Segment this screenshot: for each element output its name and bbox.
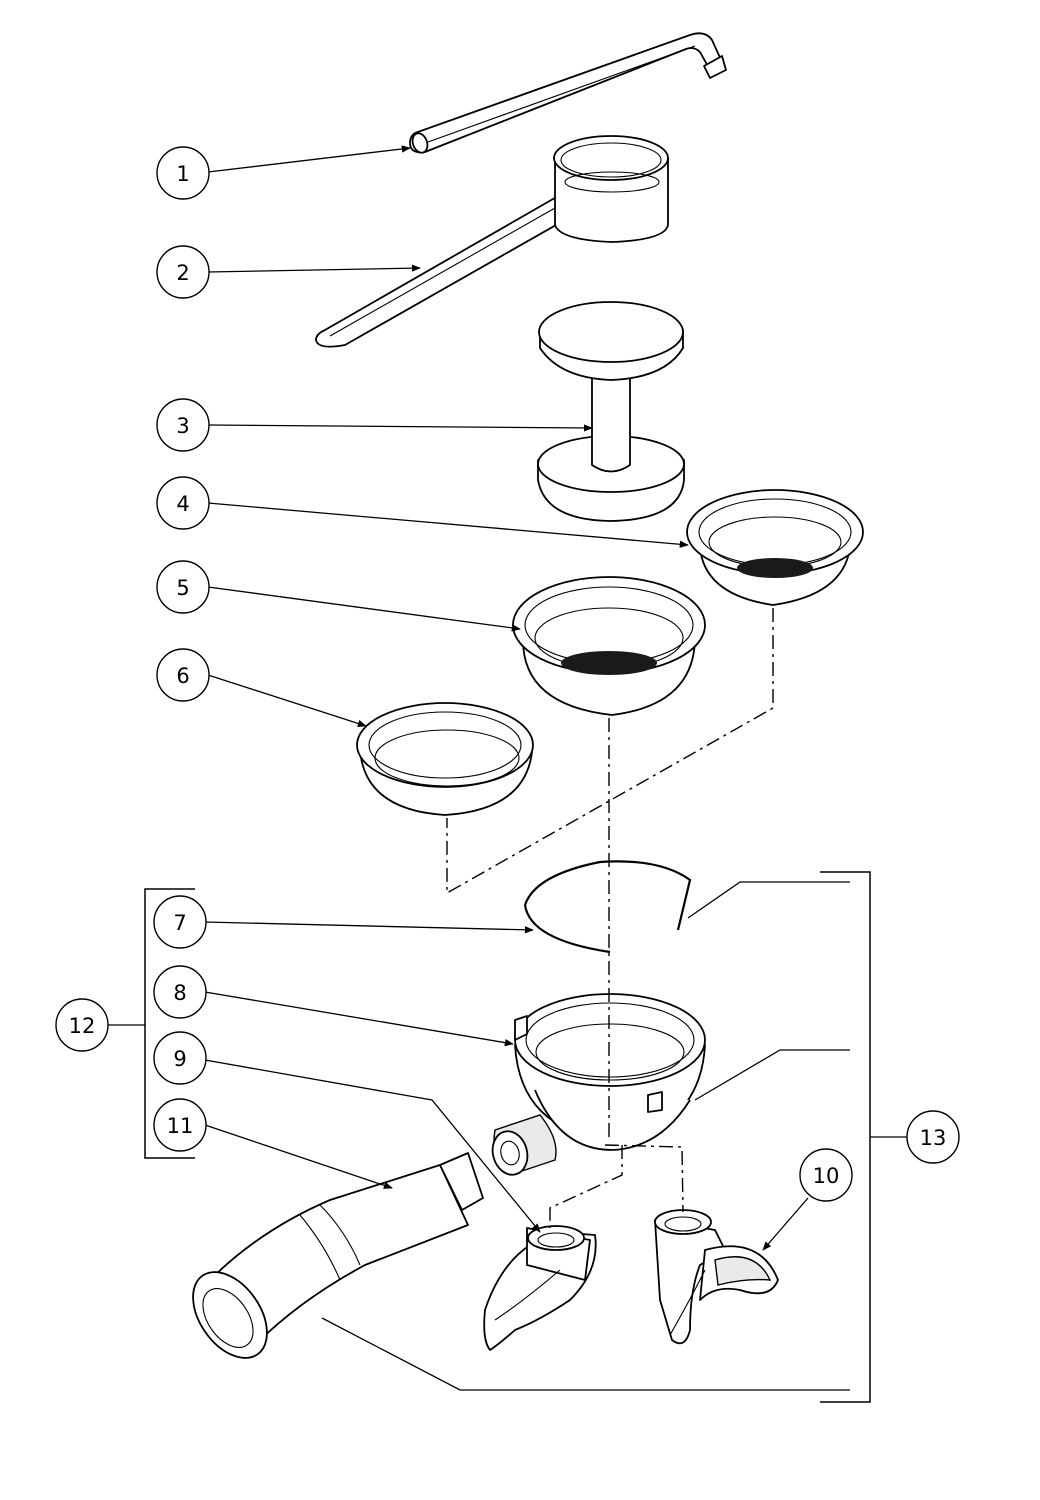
- leader-lines: [108, 145, 907, 1391]
- callout-1: 1: [156, 146, 210, 200]
- callout-8-label: 8: [173, 981, 186, 1005]
- callout-10: 10: [799, 1148, 853, 1202]
- callout-11-label: 11: [167, 1114, 194, 1138]
- part-3-tamper: [537, 301, 685, 522]
- part-1-cleaning-tool: [409, 32, 727, 154]
- part-4-filter-basket-single: [686, 489, 864, 606]
- bracket-13: [820, 871, 871, 1403]
- callout-7-label: 7: [173, 911, 186, 935]
- callout-9-label: 9: [173, 1047, 186, 1071]
- callout-4-label: 4: [176, 492, 189, 516]
- callout-3: 3: [156, 398, 210, 452]
- callout-6: 6: [156, 648, 210, 702]
- callout-9: 9: [153, 1031, 207, 1085]
- callout-4: 4: [156, 476, 210, 530]
- part-10-spout-double: [654, 1209, 779, 1345]
- callout-12: 12: [55, 998, 109, 1052]
- callout-5: 5: [156, 560, 210, 614]
- part-7-spring-clip: [523, 860, 692, 954]
- part-2-measuring-scoop: [315, 135, 669, 348]
- part-6-ring: [356, 702, 534, 816]
- callout-7: 7: [153, 895, 207, 949]
- assembly-centerlines: [446, 608, 774, 1228]
- part-9-spout-single: [483, 1225, 597, 1351]
- part-11-handle: [192, 1152, 484, 1359]
- callout-2-label: 2: [176, 261, 189, 285]
- callout-13: 13: [906, 1110, 960, 1164]
- callout-13-label: 13: [920, 1126, 947, 1150]
- bracket-12: [144, 888, 195, 1159]
- part-5-filter-basket-double: [512, 576, 706, 716]
- callout-6-label: 6: [176, 664, 189, 688]
- callout-1-label: 1: [176, 162, 189, 186]
- callout-10-label: 10: [813, 1164, 840, 1188]
- callout-3-label: 3: [176, 414, 189, 438]
- callout-8: 8: [153, 965, 207, 1019]
- callout-2: 2: [156, 245, 210, 299]
- callout-11: 11: [153, 1098, 207, 1152]
- callout-12-label: 12: [69, 1014, 96, 1038]
- part-8-portafilter-body: [491, 993, 706, 1176]
- callout-5-label: 5: [176, 576, 189, 600]
